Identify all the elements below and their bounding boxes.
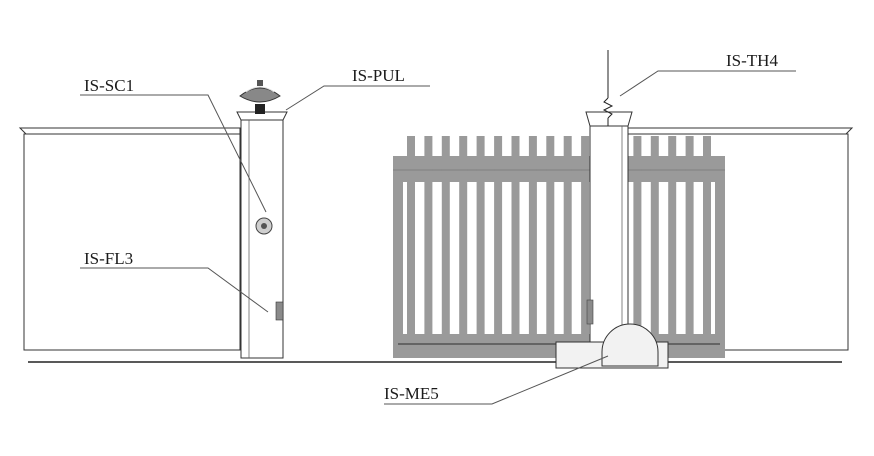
gate-picket	[703, 136, 711, 336]
gate-picket	[407, 136, 415, 336]
gate-latch	[586, 299, 594, 325]
callout-line-pul	[285, 85, 430, 111]
callout-line-th4	[619, 70, 796, 97]
sliding-gate	[393, 136, 725, 358]
label-is-fl3: IS-FL3	[84, 249, 133, 268]
label-is-pul: IS-PUL	[352, 66, 405, 85]
gate-picket	[494, 136, 503, 336]
callout-line-me5	[384, 355, 609, 405]
key-selector-icon	[255, 217, 273, 235]
gate-picket	[650, 136, 659, 336]
gate-picket	[476, 136, 485, 336]
callout-line-sc1	[80, 94, 267, 213]
gate-left-stile	[393, 156, 403, 358]
label-is-sc1: IS-SC1	[84, 76, 134, 95]
gate-picket	[633, 136, 642, 336]
gate-picket	[424, 136, 433, 336]
gate-picket	[563, 136, 572, 336]
left-pillar	[236, 111, 288, 359]
gate-picket	[581, 136, 590, 336]
gate-picket	[511, 136, 520, 336]
antenna-icon	[602, 50, 614, 126]
callout-line-fl3	[80, 267, 269, 313]
gate-picket	[528, 136, 537, 336]
gate-picket	[459, 136, 468, 336]
gate-right-stile	[715, 156, 725, 358]
gate-picket	[441, 136, 450, 336]
left-wall	[18, 127, 241, 351]
label-is-me5: IS-ME5	[384, 384, 439, 403]
right-pillar	[585, 111, 633, 359]
photocell-icon	[275, 301, 284, 321]
gate-picket	[685, 136, 694, 336]
label-is-th4: IS-TH4	[726, 51, 778, 70]
flashing-lamp-icon	[239, 80, 281, 114]
gate-picket	[668, 136, 677, 336]
gate-picket	[546, 136, 555, 336]
gate-motor-icon	[555, 323, 669, 369]
